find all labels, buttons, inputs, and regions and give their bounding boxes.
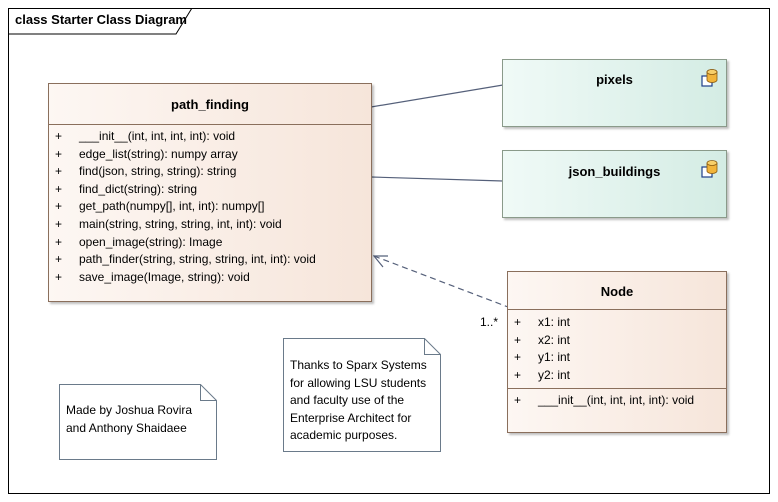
operation-row: +path_finder(string, string, string, int… — [55, 252, 316, 267]
operation-row: +open_image(string): Image — [55, 234, 223, 249]
attribute-row: +x2: int — [514, 332, 571, 347]
component-json-buildings[interactable]: json_buildings — [502, 150, 727, 218]
component-pixels[interactable]: pixels — [502, 59, 727, 127]
attribute-row: +y2: int — [514, 367, 571, 382]
note-authors[interactable]: Made by Joshua Rovira and Anthony Shaida… — [59, 384, 217, 460]
operation-row: +save_image(Image, string): void — [55, 269, 250, 284]
class-node[interactable]: Node +x1: int +x2: int +y1: int +y2: int… — [507, 271, 727, 433]
operation-row: +___init__(int, int, int, int): void — [55, 129, 236, 143]
attribute-row: +y1: int — [514, 350, 571, 365]
attributes-compartment: +x1: int +x2: int +y1: int +y2: int — [508, 309, 726, 388]
component-name: pixels — [596, 72, 633, 87]
diagram-frame — [8, 8, 770, 494]
dependency-arrowhead — [372, 255, 388, 268]
class-name: path_finding — [171, 97, 249, 112]
operation-row: +___init__(int, int, int, int): void — [514, 393, 695, 408]
dependency-node — [373, 255, 509, 308]
association-json-buildings — [370, 176, 504, 182]
diagram-title: class Starter Class Diagram — [15, 12, 187, 27]
operation-row: +edge_list(string): numpy array — [55, 146, 238, 161]
operation-row: +find(json, string, string): string — [55, 164, 237, 179]
operations-compartment: +___init__(int, int, int, int): void — [508, 388, 726, 410]
operation-row: +find_dict(string): string — [55, 181, 198, 196]
database-artifact-icon — [701, 69, 718, 87]
database-artifact-icon — [701, 160, 718, 178]
note-text: Thanks to Sparx Systems for allowing LSU… — [290, 358, 427, 442]
component-name: json_buildings — [568, 164, 661, 179]
attribute-row: +x1: int — [514, 315, 571, 329]
operation-row: +get_path(numpy[], int, int): numpy[] — [55, 199, 265, 214]
frame-title-tab — [8, 8, 193, 35]
association-pixels — [370, 84, 504, 108]
operations-compartment: +___init__(int, int, int, int): void +ed… — [49, 124, 371, 286]
class-name: Node — [600, 284, 634, 299]
note-shape — [283, 338, 441, 452]
note-text: Made by Joshua Rovira and Anthony Shaida… — [66, 403, 193, 435]
operation-row: +main(string, string, string, int, int):… — [55, 216, 282, 231]
note-shape — [59, 384, 217, 460]
note-sparx[interactable]: Thanks to Sparx Systems for allowing LSU… — [283, 338, 441, 452]
class-path-finding[interactable]: path_finding +___init__(int, int, int, i… — [48, 83, 372, 302]
multiplicity-label: 1..* — [480, 315, 499, 329]
